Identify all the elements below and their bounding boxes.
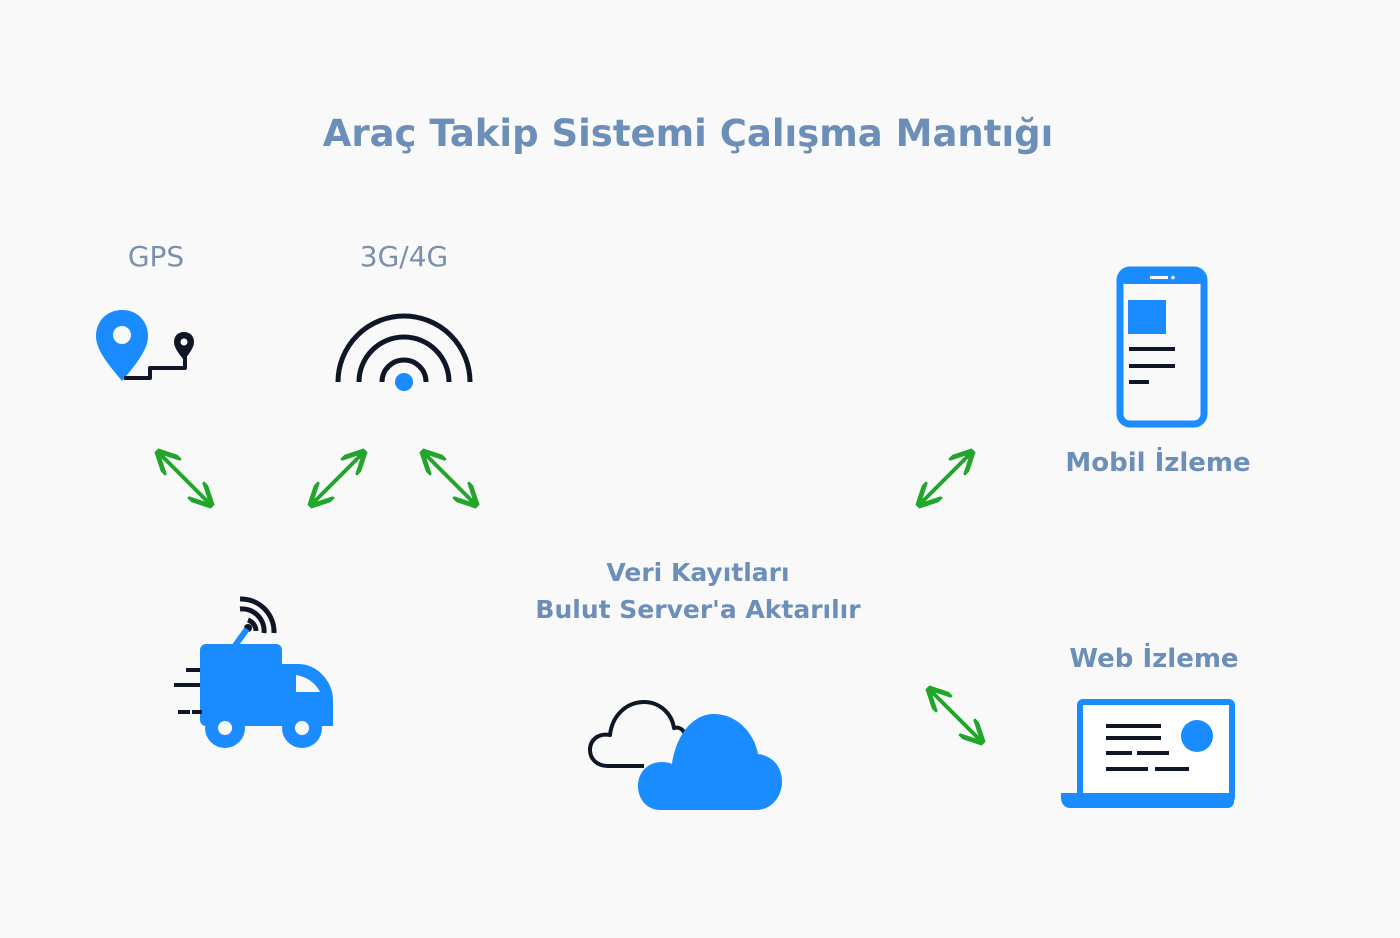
smartphone-icon (1116, 266, 1208, 428)
cloud-caption-line1: Veri Kayıtları (606, 558, 790, 587)
delivery-truck-icon (174, 596, 333, 748)
network-label: 3G/4G (359, 240, 449, 273)
diagram-title: Araç Takip Sistemi Çalışma Mantığı (322, 112, 1054, 155)
arrow-cloud-mobile (919, 452, 972, 505)
mobile-monitoring-label: Mobil İzleme (1065, 448, 1251, 478)
arrow-cloud-web (929, 689, 982, 742)
map-pin-route-icon (96, 310, 194, 381)
web-monitoring-label: Web İzleme (1069, 644, 1239, 674)
cloud-icon (588, 700, 782, 810)
arrow-network-cloud (423, 452, 476, 505)
cloud-caption-line2: Bulut Server'a Aktarılır (535, 595, 861, 624)
gps-label: GPS (127, 240, 185, 273)
laptop-icon (1061, 699, 1235, 808)
cloud-caption: Veri Kayıtları Bulut Server'a Aktarılır (530, 554, 866, 628)
arrow-vehicle-network (311, 452, 364, 505)
arrow-gps-vehicle (158, 452, 211, 505)
wireless-signal-icon (335, 313, 473, 391)
